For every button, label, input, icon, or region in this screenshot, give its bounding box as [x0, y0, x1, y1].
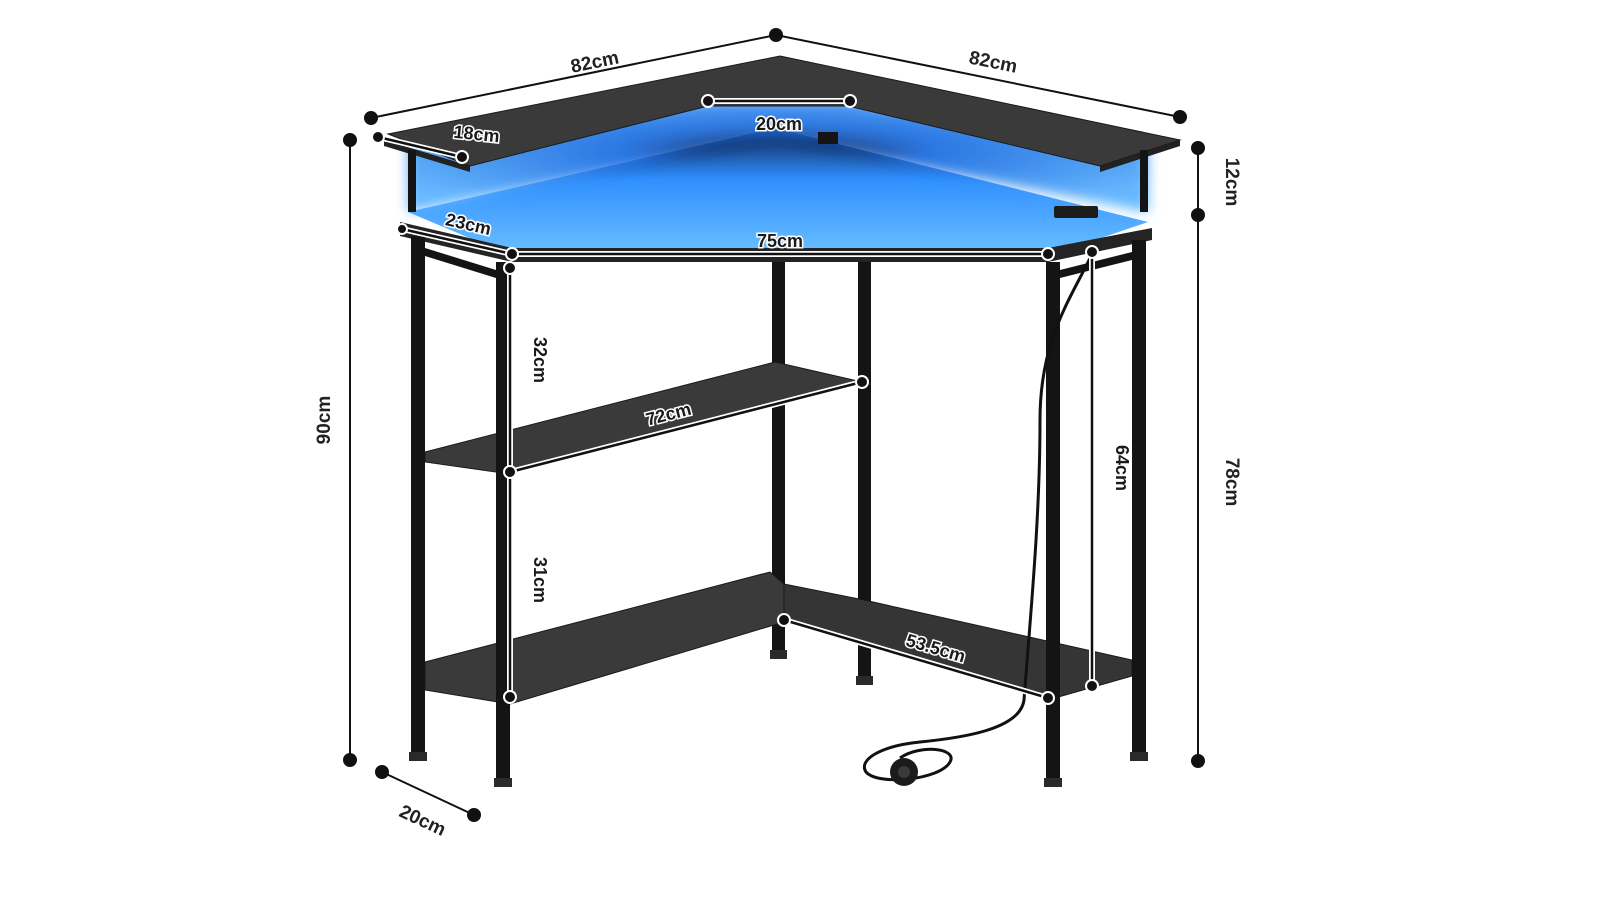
- hutch-shelf-front-edge: [384, 140, 470, 172]
- front-leg-right-inner: [1046, 262, 1060, 782]
- middle-shelf: [424, 361, 863, 475]
- power-plug-face: [898, 766, 910, 778]
- foot-left-outer: [409, 752, 427, 761]
- foot-back-left: [770, 650, 787, 659]
- label-desk-front-width: 75cm: [757, 231, 803, 251]
- inner-dimension-lines: [371, 94, 1099, 705]
- bottom-shelf-right: [783, 583, 1133, 701]
- label-top-left-width: 82cm: [569, 47, 621, 77]
- foot-right-inner: [1044, 778, 1062, 787]
- front-leg-left-inner: [496, 262, 510, 782]
- label-leg-depth: 20cm: [396, 801, 449, 841]
- front-leg-right-outer: [1132, 240, 1146, 756]
- label-hutch-center-depth: 20cm: [756, 114, 802, 134]
- foot-right-outer: [1130, 752, 1148, 761]
- back-leg-center-left: [772, 262, 785, 652]
- power-cord: [862, 257, 1092, 782]
- label-lower-shelf-gap: 31cm: [530, 557, 550, 603]
- corner-desk-illustration: [384, 55, 1182, 787]
- label-total-height: 90cm: [314, 396, 335, 445]
- hutch-post-right: [1140, 150, 1148, 212]
- label-top-right-width: 82cm: [967, 48, 1019, 78]
- foot-back-right: [856, 676, 873, 685]
- power-outlet: [1054, 206, 1098, 218]
- front-leg-left-outer: [411, 236, 425, 756]
- label-hutch-left-depth: 18cm: [453, 122, 501, 147]
- foot-left-inner: [494, 778, 512, 787]
- label-right-leg-clearance: 64cm: [1112, 445, 1132, 491]
- label-hutch-height: 12cm: [1221, 158, 1242, 207]
- dimension-lines: [343, 28, 1205, 822]
- hutch-post-center: [818, 132, 838, 144]
- desk-top-glow: [408, 128, 1148, 256]
- bottom-shelf-left: [424, 571, 785, 705]
- outer-dimension-lines: [343, 28, 1205, 822]
- back-leg-center-right: [858, 262, 871, 678]
- label-upper-shelf-gap: 32cm: [530, 337, 550, 383]
- side-rail-left-top: [425, 248, 496, 278]
- side-rail-right-top: [1060, 252, 1132, 278]
- label-desk-height: 78cm: [1221, 458, 1242, 507]
- hutch-post-left: [408, 150, 416, 212]
